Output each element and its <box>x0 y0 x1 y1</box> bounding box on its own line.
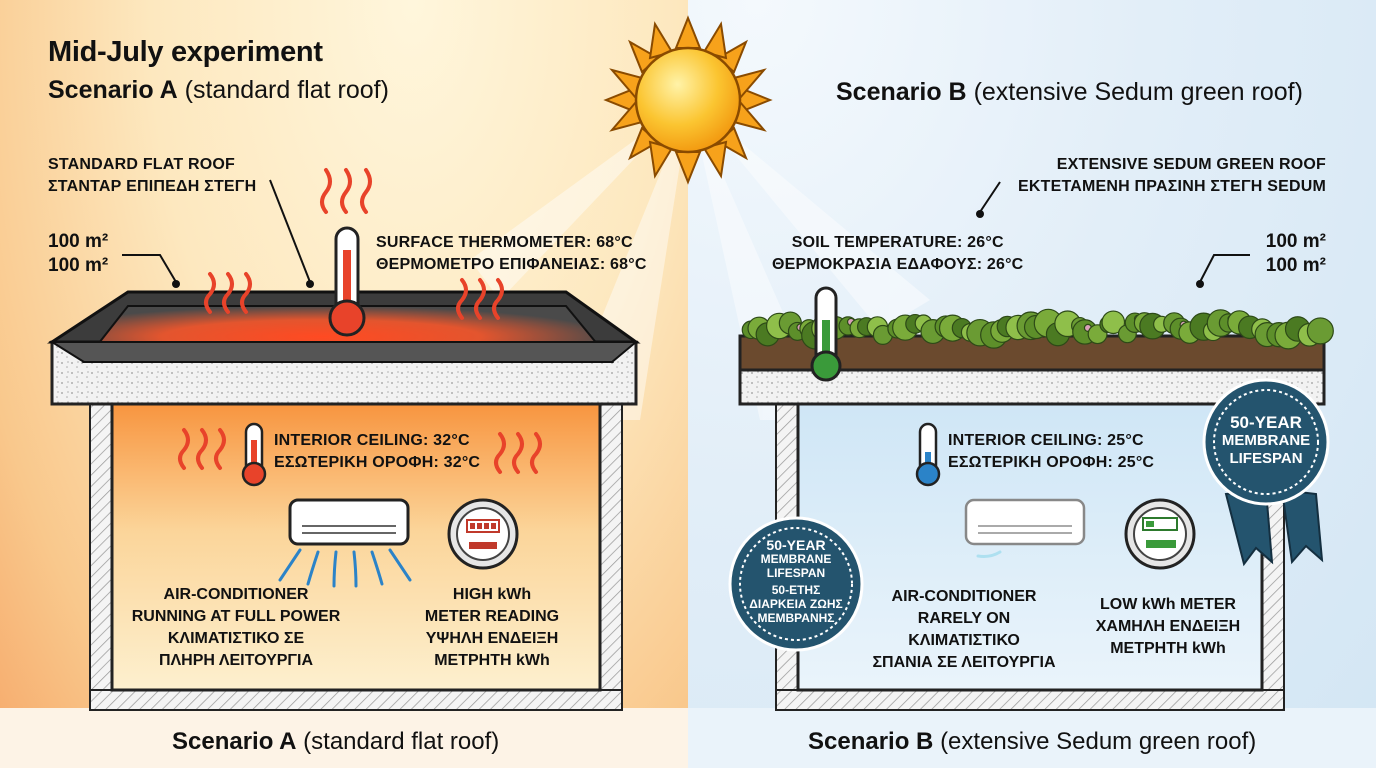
green-roof-building <box>738 334 1326 711</box>
soil-label-el: ΘΕΡΜΟΚΡΑΣΙΑ ΕΔΑΦΟΥΣ: 26°C <box>772 256 1024 273</box>
left-area-label: 100 m² 100 m² <box>48 230 108 278</box>
sedum-plants <box>741 308 1334 350</box>
left-meter-en-1: HIGH kWh <box>452 586 532 603</box>
left-ceiling-label: INTERIOR CEILING: 32°C ΕΣΩΤΕΡΙΚΗ ΟΡΟΦΗ: … <box>274 430 480 474</box>
seal-badge-text: 50-YEAR MEMBRANE LIFESPAN 50-ΕΤΗΣ ΔΙΑΡΚΕ… <box>736 538 856 625</box>
scenario-b-name: Scenario B <box>836 78 967 106</box>
seal-badge-line-1: 50-YEAR <box>766 537 826 553</box>
right-ac-el-1: ΚΛΙΜΑΤΙΣΤΙΚΟ <box>908 632 1020 649</box>
scenario-a-name: Scenario A <box>48 76 178 104</box>
left-ac-el-1: ΚΛΙΜΑΤΙΣΤΙΚΟ ΣΕ <box>167 630 305 647</box>
air-conditioner-icon <box>278 498 412 588</box>
seal-badge-line-6: ΜΕΜΒΡΑΝΗΣ <box>757 611 835 625</box>
right-meter-el-2: ΜΕΤΡΗΤΗ kWh <box>1110 640 1226 657</box>
scenario-b-desc: (extensive Sedum green roof) <box>973 78 1303 106</box>
flat-roof-label-en: STANDARD FLAT ROOF <box>48 156 235 173</box>
right-area-label: 100 m² 100 m² <box>1266 230 1326 278</box>
left-ac-el-2: ΠΛΗΡΗ ΛΕΙΤΟΥΡΓΙΑ <box>158 652 314 669</box>
scenario-b-caption-desc: (extensive Sedum green roof) <box>940 728 1257 755</box>
scenario-a-caption-desc: (standard flat roof) <box>303 728 500 755</box>
flat-roof-label-el: ΣΤΑΝΤΑΡ ΕΠΙΠΕΔΗ ΣΤΕΓΗ <box>48 178 257 195</box>
lifespan-seal-badge <box>728 516 864 652</box>
left-area-2: 100 m² <box>48 255 109 276</box>
green-roof-label-el: ΕΚΤΕΤΑΜΕΝΗ ΠΡΑΣΙΝΗ ΣΤΕΓΗ SEDUM <box>1017 178 1326 195</box>
scenario-a-desc: (standard flat roof) <box>184 76 389 104</box>
left-meter-en-2: METER READING <box>424 608 560 625</box>
ribbon-badge-line-1: 50-YEAR <box>1230 413 1302 432</box>
scenario-a-caption-name: Scenario A <box>172 728 297 755</box>
green-roof-label-en: EXTENSIVE SEDUM GREEN ROOF <box>1056 156 1326 173</box>
right-ac-en-1: AIR-CONDITIONER <box>891 588 1037 605</box>
right-ac-en-2: RARELY ON <box>917 610 1011 627</box>
ribbon-badge-text: 50-YEAR MEMBRANE LIFESPAN <box>1214 414 1318 468</box>
scenario-a-heading: Scenario A (standard flat roof) <box>48 76 389 105</box>
page-title: Mid-July experiment <box>48 36 323 68</box>
air-conditioner-icon <box>964 498 1086 558</box>
seal-badge-line-5: ΔΙΑΡΚΕΙΑ ΖΩΗΣ <box>749 597 843 611</box>
scenario-a-caption: Scenario A (standard flat roof) <box>172 728 499 756</box>
seal-badge-line-3: LIFESPAN <box>766 566 826 580</box>
surface-thermometer-label: SURFACE THERMOMETER: 68°C ΘΕΡΜΟΜΕΤΡΟ ΕΠΙ… <box>376 232 647 276</box>
left-ac-label: AIR-CONDITIONER RUNNING AT FULL POWER ΚΛ… <box>124 584 348 672</box>
sedum-plant <box>1101 310 1126 335</box>
soil-label-en: SOIL TEMPERATURE: 26°C <box>791 234 1004 251</box>
flat-roof-label: STANDARD FLAT ROOF ΣΤΑΝΤΑΡ ΕΠΙΠΕΔΗ ΣΤΕΓΗ <box>48 154 256 198</box>
soil-temperature-label: SOIL TEMPERATURE: 26°C ΘΕΡΜΟΚΡΑΣΙΑ ΕΔΑΦΟ… <box>772 232 1023 276</box>
sun-icon <box>603 15 773 185</box>
right-ac-label: AIR-CONDITIONER RARELY ON ΚΛΙΜΑΤΙΣΤΙΚΟ Σ… <box>858 586 1070 674</box>
ribbon-badge-line-2: MEMBRANE <box>1221 432 1311 449</box>
right-area-2: 100 m² <box>1265 255 1326 276</box>
surface-label-en: SURFACE THERMOMETER: 68°C <box>376 234 633 251</box>
right-ceiling-en: INTERIOR CEILING: 25°C <box>948 432 1144 449</box>
left-meter-el-2: ΜΕΤΡΗΤΗ kWh <box>434 652 550 669</box>
left-meter-label: HIGH kWh METER READING ΥΨΗΛΗ ΕΝΔΕΙΞΗ ΜΕΤ… <box>414 584 570 672</box>
scenario-b-caption: Scenario B (extensive Sedum green roof) <box>808 728 1256 756</box>
right-area-1: 100 m² <box>1265 231 1326 252</box>
left-area-1: 100 m² <box>48 231 109 252</box>
right-ac-el-2: ΣΠΑΝΙΑ ΣΕ ΛΕΙΤΟΥΡΓΙΑ <box>872 654 1056 671</box>
heat-waves <box>178 168 542 474</box>
right-meter-label: LOW kWh METER ΧΑΜΗΛΗ ΕΝΔΕΙΞΗ ΜΕΤΡΗΤΗ kWh <box>1088 594 1248 660</box>
scenario-b-heading: Scenario B (extensive Sedum green roof) <box>836 78 1303 107</box>
kwh-meter-icon <box>447 498 519 570</box>
ribbon-badge-line-3: LIFESPAN <box>1229 450 1303 467</box>
kwh-meter-icon <box>1124 498 1196 570</box>
left-ceiling-en: INTERIOR CEILING: 32°C <box>274 432 470 449</box>
footer-strip <box>0 708 1376 768</box>
thermometer-icon <box>915 422 941 487</box>
green-roof-label: EXTENSIVE SEDUM GREEN ROOF ΕΚΤΕΤΑΜΕΝΗ ΠΡ… <box>1018 154 1326 198</box>
thermometer-icon <box>241 422 267 487</box>
sedum-plant <box>1306 317 1334 345</box>
left-ceiling-el: ΕΣΩΤΕΡΙΚΗ ΟΡΟΦΗ: 32°C <box>274 454 481 471</box>
lifespan-ribbon-badge <box>1202 378 1330 567</box>
right-meter-en: LOW kWh METER <box>1100 596 1236 613</box>
left-meter-el-1: ΥΨΗΛΗ ΕΝΔΕΙΞΗ <box>425 630 559 647</box>
seal-badge-line-4: 50-ΕΤΗΣ <box>771 583 821 597</box>
thermometer-icon <box>810 286 842 382</box>
surface-label-el: ΘΕΡΜΟΜΕΤΡΟ ΕΠΙΦΑΝΕΙΑΣ: 68°C <box>376 256 647 273</box>
left-ac-en-1: AIR-CONDITIONER <box>163 586 309 603</box>
right-ceiling-label: INTERIOR CEILING: 25°C ΕΣΩΤΕΡΙΚΗ ΟΡΟΦΗ: … <box>948 430 1154 474</box>
thermometer-icon <box>328 226 366 337</box>
seal-badge-line-2: MEMBRANE <box>760 552 832 566</box>
right-meter-el-1: ΧΑΜΗΛΗ ΕΝΔΕΙΞΗ <box>1095 618 1241 635</box>
right-ceiling-el: ΕΣΩΤΕΡΙΚΗ ΟΡΟΦΗ: 25°C <box>948 454 1155 471</box>
left-ac-en-2: RUNNING AT FULL POWER <box>131 608 341 625</box>
scenario-b-caption-name: Scenario B <box>808 728 934 755</box>
